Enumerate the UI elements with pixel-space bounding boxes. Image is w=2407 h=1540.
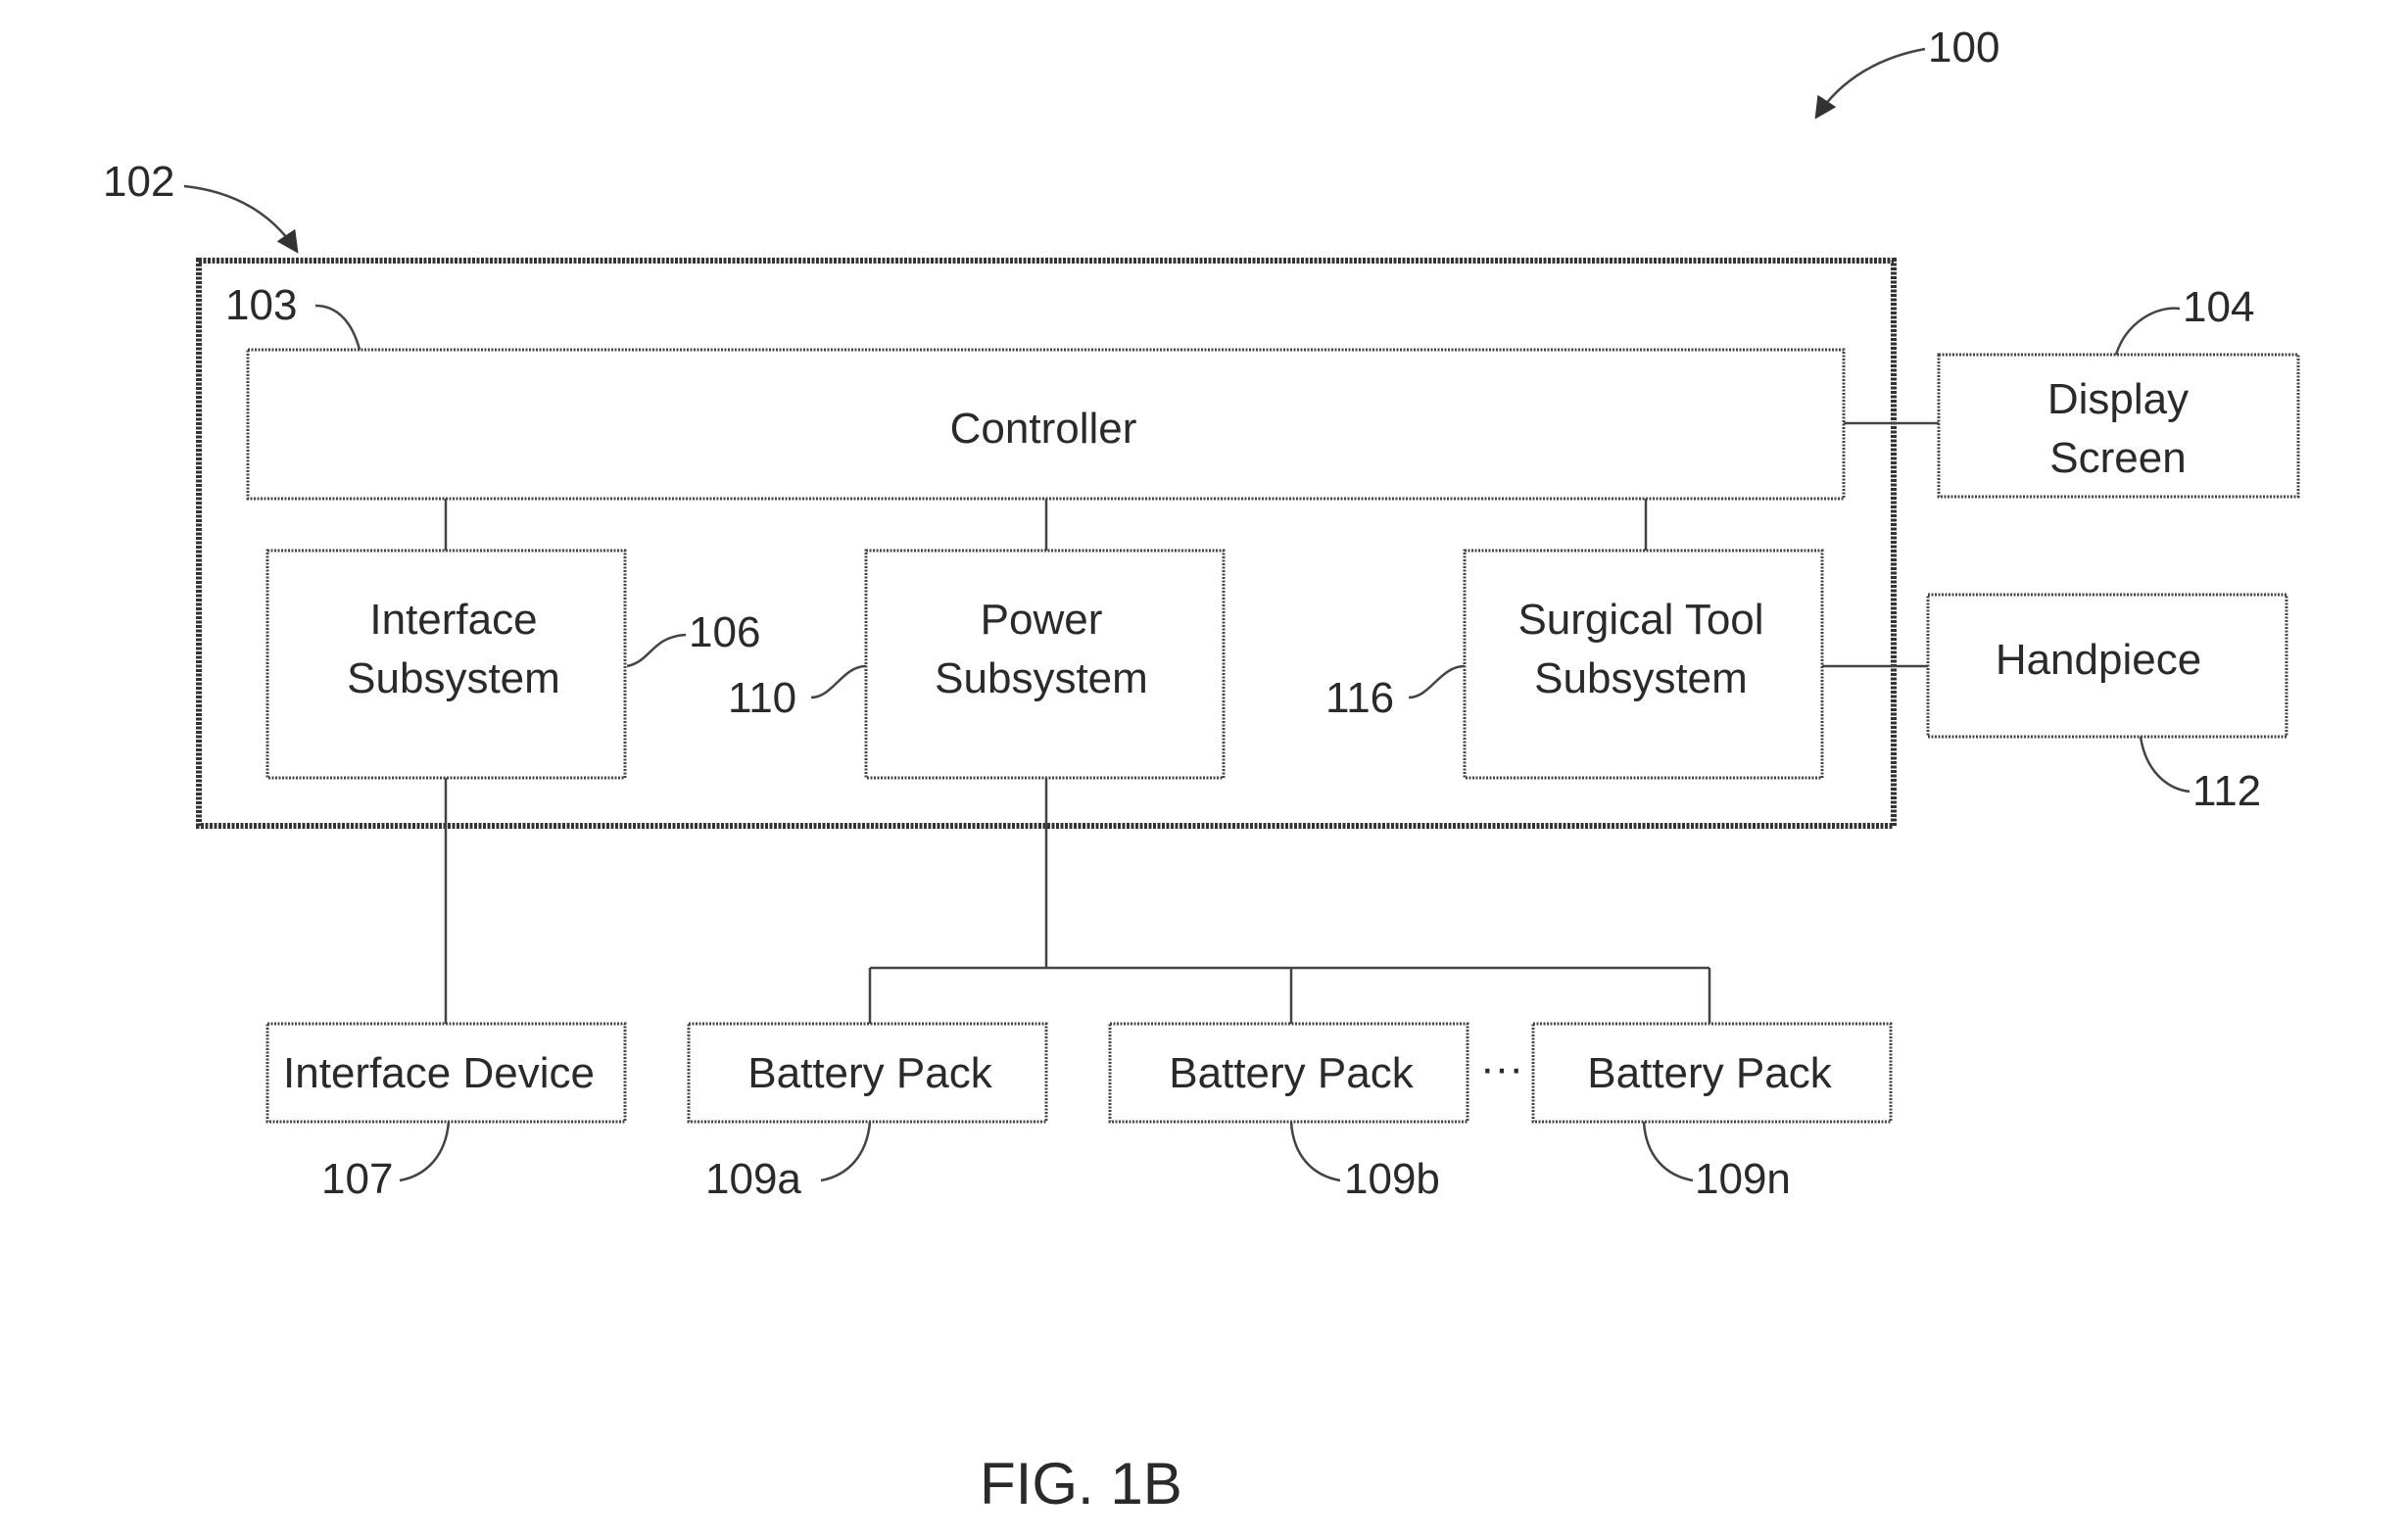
ref-109b: 109b [1344, 1155, 1440, 1203]
surgical-tool-label-line1: Surgical Tool [1517, 596, 1763, 644]
console-enclosure [196, 258, 1897, 829]
display-screen-block [1937, 353, 2300, 499]
leader-102 [183, 184, 299, 254]
battery-pack-b-block [1108, 1022, 1469, 1124]
leader-109b [1289, 1121, 1341, 1182]
handpiece-label: Handpiece [1996, 636, 2201, 684]
battery-pack-a-label: Battery Pack [747, 1049, 992, 1097]
ref-103: 103 [225, 281, 297, 329]
surgical-tool-subsystem-block [1463, 549, 1824, 780]
leader-112 [2139, 736, 2190, 794]
battery-ellipsis: ··· [1480, 1044, 1523, 1092]
power-subsystem-label-line2: Subsystem [935, 654, 1148, 702]
battery-pack-n-label: Battery Pack [1587, 1049, 1832, 1097]
leader-110 [810, 664, 867, 699]
ref-109a: 109a [705, 1155, 801, 1203]
leader-109a [820, 1121, 872, 1182]
leader-109n [1642, 1121, 1694, 1182]
display-screen-label-line2: Screen [2049, 434, 2186, 482]
interface-subsystem-label-line1: Interface [369, 596, 537, 644]
leader-106 [626, 633, 687, 668]
power-subsystem-block [864, 549, 1226, 780]
ref-109n: 109n [1695, 1155, 1791, 1203]
leader-107 [399, 1121, 451, 1182]
surgical-tool-label-line2: Subsystem [1534, 654, 1748, 702]
power-subsystem-label-line1: Power [981, 596, 1103, 644]
leader-100 [1814, 47, 1926, 120]
interface-subsystem-label-line2: Subsystem [347, 654, 560, 702]
ref-104: 104 [2183, 283, 2254, 331]
leader-104 [2114, 307, 2181, 356]
ref-106: 106 [689, 608, 760, 656]
leader-116 [1408, 664, 1466, 699]
display-screen-label-line1: Display [2047, 375, 2189, 423]
leader-103 [314, 304, 361, 351]
interface-device-label: Interface Device [283, 1049, 595, 1097]
battery-pack-n-block [1531, 1022, 1893, 1124]
ref-102: 102 [103, 158, 174, 206]
ref-107: 107 [321, 1155, 393, 1203]
battery-pack-b-label: Battery Pack [1169, 1049, 1414, 1097]
figure-label: FIG. 1B [980, 1451, 1182, 1516]
controller-label: Controller [950, 405, 1137, 453]
battery-pack-a-block [687, 1022, 1048, 1124]
ref-110: 110 [728, 674, 796, 722]
ref-100: 100 [1928, 24, 1999, 72]
ref-116: 116 [1325, 674, 1394, 722]
ref-112: 112 [2192, 767, 2261, 815]
